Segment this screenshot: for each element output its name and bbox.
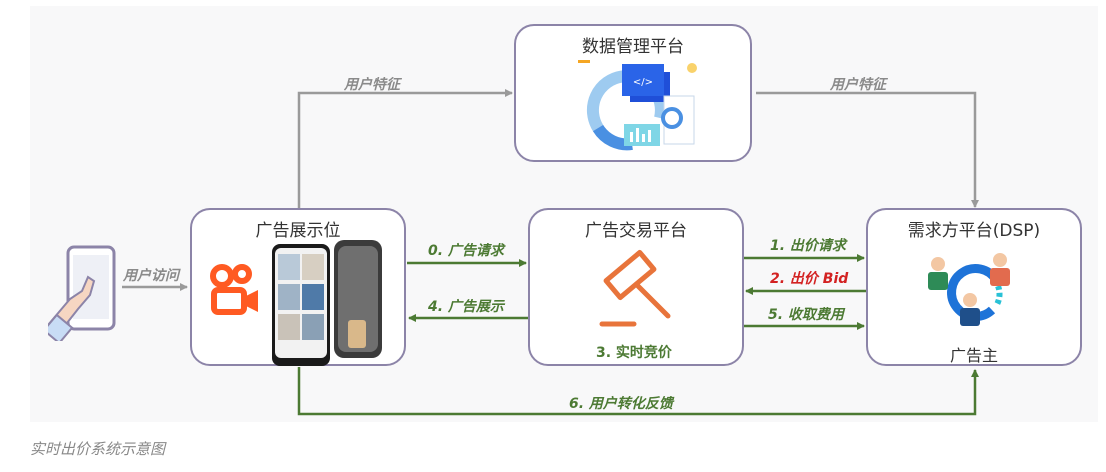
- dsp-title: 需求方平台(DSP): [907, 221, 1041, 241]
- user-feature-left-arrow: [297, 89, 513, 208]
- kuaishou-logo-icon: [210, 264, 258, 315]
- conversion-feedback-arrow: [297, 367, 979, 416]
- user-hand-phone-icon: [48, 245, 116, 341]
- user-feature-right-label: 用户特征: [830, 77, 886, 93]
- dmp-box: 数据管理平台 </>: [514, 24, 752, 162]
- gavel-icon: [599, 249, 671, 327]
- phone-mockup-back: [334, 240, 382, 358]
- ad-slot-box: 广告展示位: [190, 208, 406, 366]
- ad-slot-title: 广告展示位: [255, 221, 341, 241]
- figure-caption: 实时出价系统示意图: [30, 440, 166, 458]
- phone-mockup-front: [272, 244, 330, 366]
- ad-request-label: 0. 广告请求: [428, 243, 504, 259]
- conversion-feedback-label: 6. 用户转化反馈: [569, 396, 673, 412]
- svg-text:</>: </>: [633, 77, 653, 88]
- user-feature-left-label: 用户特征: [344, 77, 400, 93]
- bid-label: 2. 出价 Bid: [770, 271, 849, 287]
- dsp-box: 需求方平台(DSP) 广告主: [866, 208, 1082, 366]
- charge-label: 5. 收取费用: [768, 307, 844, 323]
- advertiser-people-icon: [928, 253, 1010, 326]
- code-dashboard-icon: </>: [578, 60, 697, 151]
- exchange-box: 广告交易平台 3. 实时竞价: [528, 208, 744, 366]
- advertiser-label: 广告主: [949, 346, 998, 365]
- user-visit-label: 用户访问: [123, 268, 179, 284]
- bid-request-label: 1. 出价请求: [770, 238, 846, 254]
- ad-display-label: 4. 广告展示: [428, 299, 504, 315]
- exchange-title: 广告交易平台: [585, 221, 687, 241]
- user-feature-right-arrow: [756, 91, 979, 208]
- dmp-title: 数据管理平台: [582, 37, 684, 57]
- realtime-bidding-label: 3. 实时竞价: [596, 345, 672, 361]
